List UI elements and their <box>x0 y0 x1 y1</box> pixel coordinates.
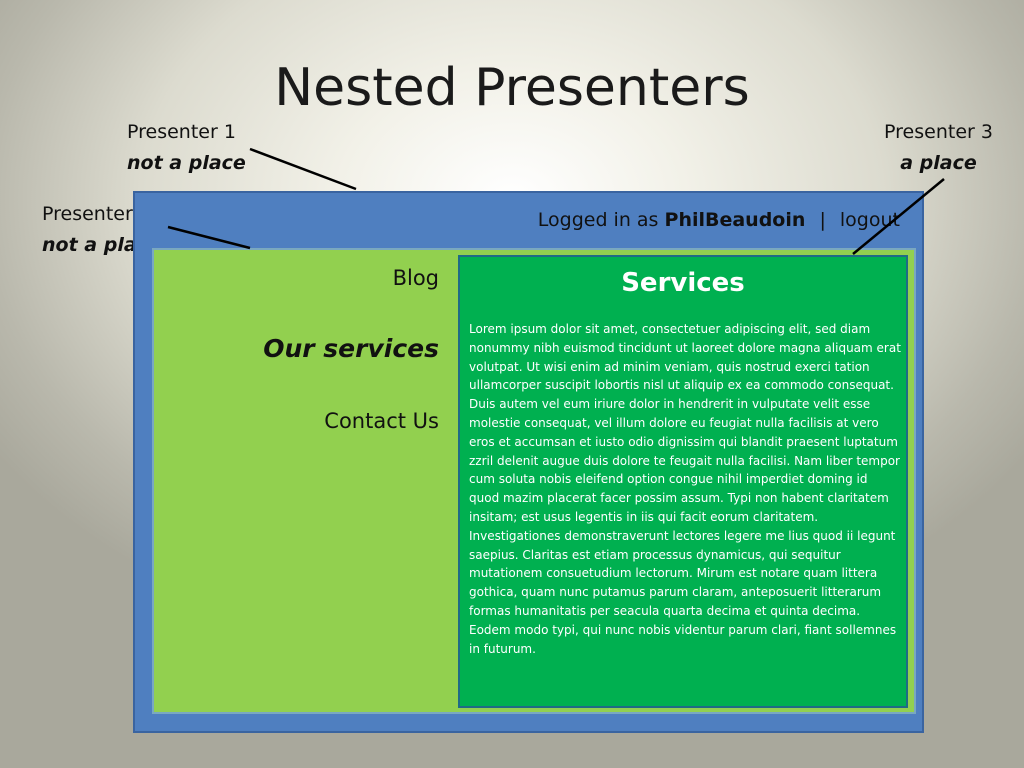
nav-item-blog[interactable]: Blog <box>392 266 439 290</box>
services-body-text: Lorem ipsum dolor sit amet, consectetuer… <box>469 322 901 656</box>
outer-presenter-box: Logged in as PhilBeaudoin | logout Blog … <box>133 191 924 733</box>
callout-presenter-2-note: not a place <box>42 234 161 256</box>
login-prefix: Logged in as <box>537 209 659 231</box>
login-status: Logged in as PhilBeaudoin | logout <box>538 209 900 231</box>
nav-item-our-services[interactable]: Our services <box>263 334 439 363</box>
nav-item-contact-us[interactable]: Contact Us <box>324 409 439 433</box>
callout-presenter-1-label: Presenter 1 <box>127 121 236 143</box>
callout-presenter-2-label: Presenter 2 <box>42 203 151 225</box>
callout-presenter-3-label: Presenter 3 <box>884 121 993 143</box>
callout-presenter-3: Presenter 3 a place <box>876 117 1001 179</box>
callout-presenter-1-note: not a place <box>127 152 246 174</box>
callout-presenter-3-note: a place <box>900 152 977 174</box>
callout-presenter-2: Presenter 2 not a place <box>42 199 161 261</box>
login-separator: | <box>819 209 826 231</box>
services-panel: Services Lorem ipsum dolor sit amet, con… <box>458 255 908 708</box>
services-title: Services <box>621 268 745 298</box>
pointer-line-presenter-1 <box>249 147 357 191</box>
login-username: PhilBeaudoin <box>664 209 806 231</box>
callout-presenter-1: Presenter 1 not a place <box>127 117 246 179</box>
inner-presenter-box: Blog Our services Contact Us Services Lo… <box>152 248 916 714</box>
logout-link[interactable]: logout <box>839 209 900 231</box>
slide-title: Nested Presenters <box>274 58 750 118</box>
